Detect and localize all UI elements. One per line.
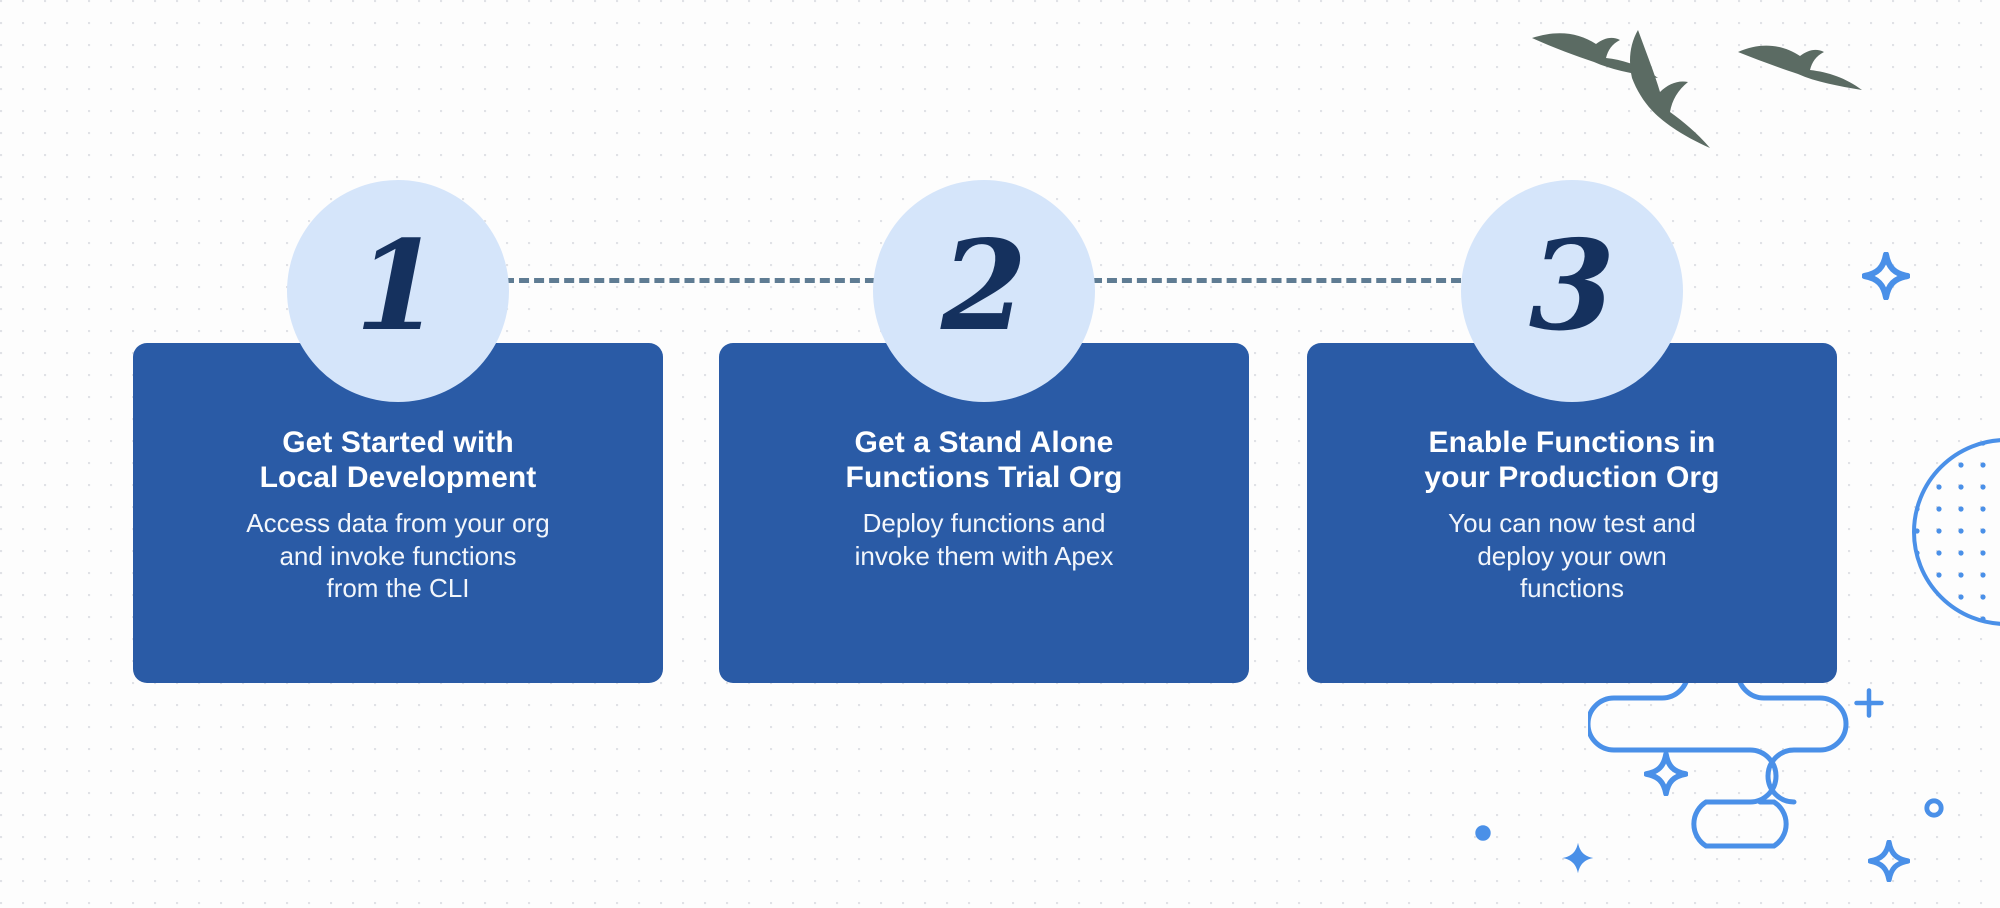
step-number-bubble-2: 2 [873, 180, 1095, 402]
step-card-1-panel[interactable]: Get Started with Local Development Acces… [133, 343, 663, 683]
step-card-1[interactable]: Get Started with Local Development Acces… [133, 180, 663, 683]
step-number-bubble-1: 1 [287, 180, 509, 402]
step-card-2[interactable]: Get a Stand Alone Functions Trial Org De… [719, 180, 1249, 683]
connector-line-1-2 [504, 278, 890, 283]
step-card-2-title: Get a Stand Alone Functions Trial Org [845, 426, 1123, 495]
step-number-bubble-3: 3 [1461, 180, 1683, 402]
step-number-2: 2 [940, 214, 1028, 359]
step-card-2-body: Deploy functions and invoke them with Ap… [854, 507, 1114, 571]
step-card-3-title: Enable Functions in your Production Org [1424, 426, 1720, 495]
step-card-1-title: Get Started with Local Development [259, 426, 537, 495]
connector-line-2-3 [1092, 278, 1476, 283]
step-card-3[interactable]: Enable Functions in your Production Org … [1307, 180, 1837, 683]
step-card-3-body: You can now test and deploy your own fun… [1448, 507, 1696, 604]
step-number-3: 3 [1528, 214, 1616, 359]
step-card-1-body: Access data from your org and invoke fun… [246, 507, 550, 604]
step-number-1: 1 [354, 214, 442, 359]
